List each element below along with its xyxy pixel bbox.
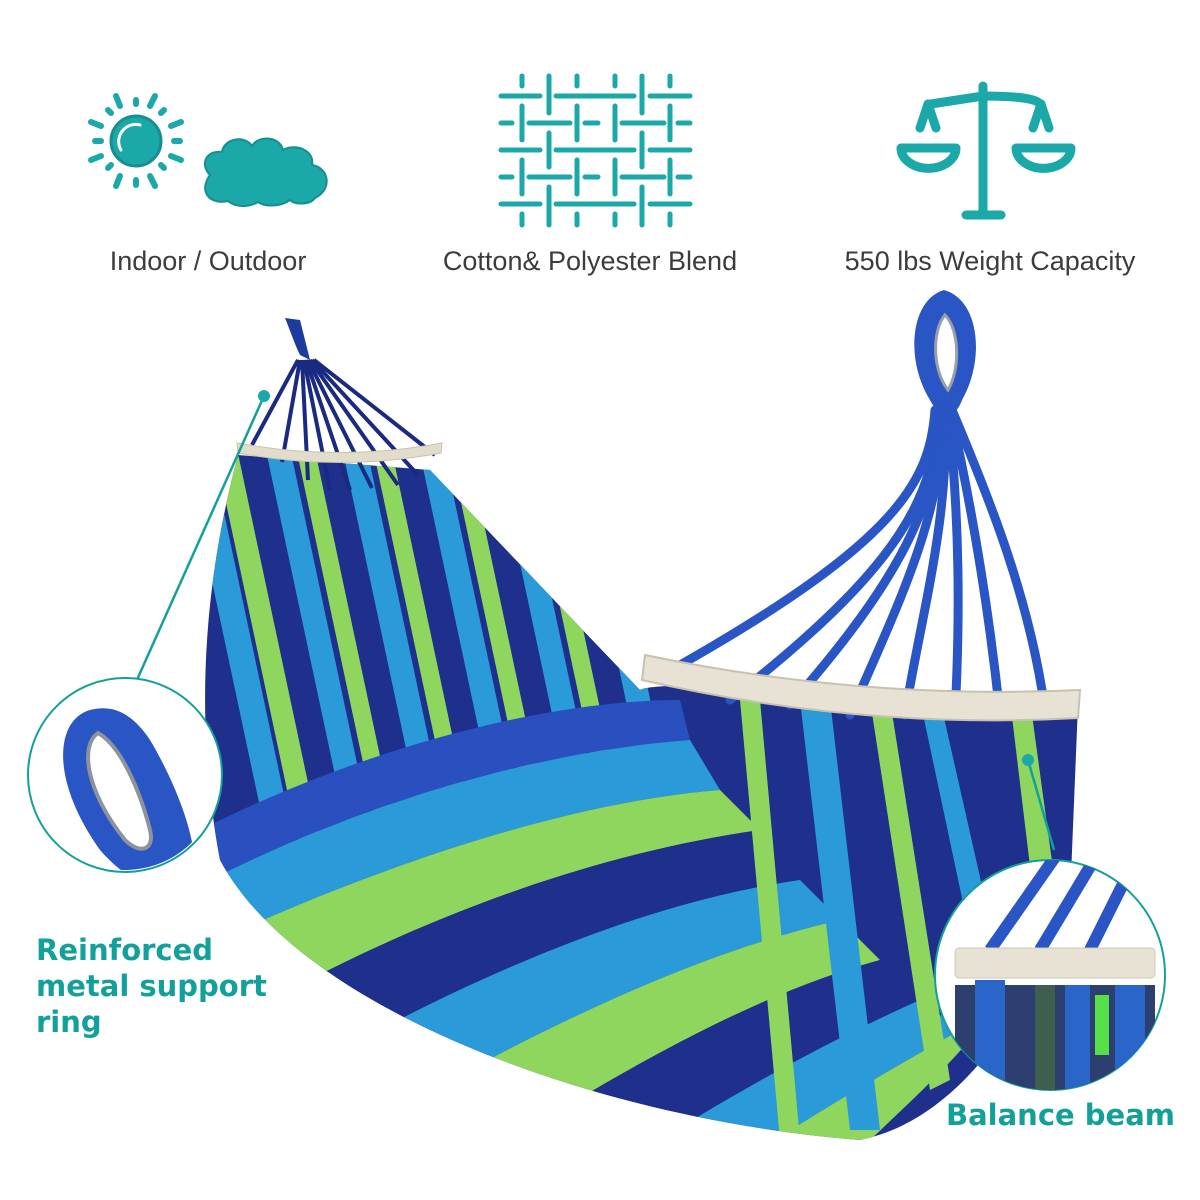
feature-label-indoor-outdoor: Indoor / Outdoor (109, 246, 307, 276)
left-spreader-assembly (236, 318, 443, 491)
feature-label-cotton-polyester: Cotton& Polyester Blend (442, 246, 738, 276)
metal-ring-callout-line1: Reinforced (36, 933, 214, 967)
metal-ring-callout-line2: metal support (36, 969, 267, 1003)
metal-ring-callout-line3: ring (36, 1005, 102, 1039)
metal-ring-callout: Reinforced metal support ring (36, 932, 267, 1040)
feature-label-weight-capacity: 550 lbs Weight Capacity (844, 246, 1136, 276)
metal-ring-detail-circle (27, 677, 223, 873)
right-callout-connector (1022, 754, 1056, 851)
right-spreader-assembly (640, 290, 1082, 722)
balance-beam-callout: Balance beam (946, 1098, 1175, 1132)
balance-beam-detail-circle (934, 859, 1166, 1091)
left-callout-connector (134, 390, 270, 683)
